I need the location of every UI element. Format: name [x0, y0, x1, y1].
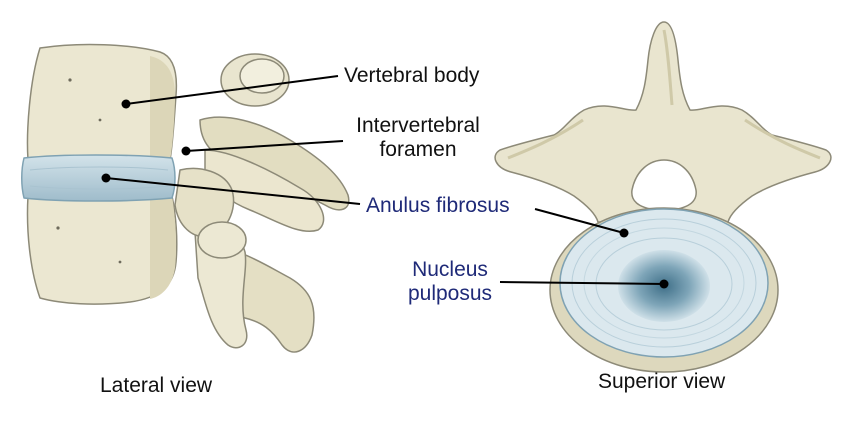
- lateral-disc: [21, 154, 176, 202]
- leader-lines: [105, 75, 665, 285]
- label-nucleus-pulposus-line1: Nucleus: [412, 258, 488, 281]
- label-vertebral-body: Vertebral body: [344, 64, 480, 87]
- leader-intervertebral-foramen: [185, 140, 344, 152]
- leader-dot-nucleus-pulposus: [659, 279, 669, 289]
- lower-body-shadow: [150, 196, 176, 299]
- leader-dot-intervertebral-foramen: [181, 146, 191, 156]
- leader-dot-anulus-fibrosus: [101, 173, 111, 183]
- lateral-vertebra-group: [21, 43, 350, 353]
- label-nucleus-pulposus: Nucleus pulposus: [398, 258, 502, 306]
- superior-vertebra-group: [494, 21, 832, 373]
- label-intervertebral-foramen: Intervertebral foramen: [346, 114, 490, 162]
- leader-dot-vertebral-body: [121, 99, 131, 109]
- label-anulus-fibrosus: Anulus fibrosus: [366, 194, 510, 217]
- leader-vertebral-body: [125, 75, 339, 105]
- leader-dots: [101, 99, 669, 289]
- lower-vertebral-body: [26, 195, 178, 305]
- leader-anulus-fibrosus: [105, 177, 361, 205]
- leader-dot-anulus-fibrosus-right: [619, 228, 629, 238]
- leader-nucleus-pulposus: [499, 281, 665, 285]
- inferior-facet: [197, 221, 247, 259]
- label-intervertebral-foramen-line1: Intervertebral: [356, 114, 480, 137]
- label-nucleus-pulposus-line2: pulposus: [407, 282, 493, 305]
- caption-lateral-view: Lateral view: [100, 374, 213, 397]
- upper-vertebral-body: [26, 43, 178, 161]
- leader-anulus-fibrosus-right: [534, 208, 625, 234]
- label-intervertebral-foramen-line2: foramen: [379, 138, 457, 161]
- caption-superior-view: Superior view: [598, 370, 726, 393]
- upper-body-shadow: [150, 56, 176, 160]
- articular-facets: [174, 167, 235, 238]
